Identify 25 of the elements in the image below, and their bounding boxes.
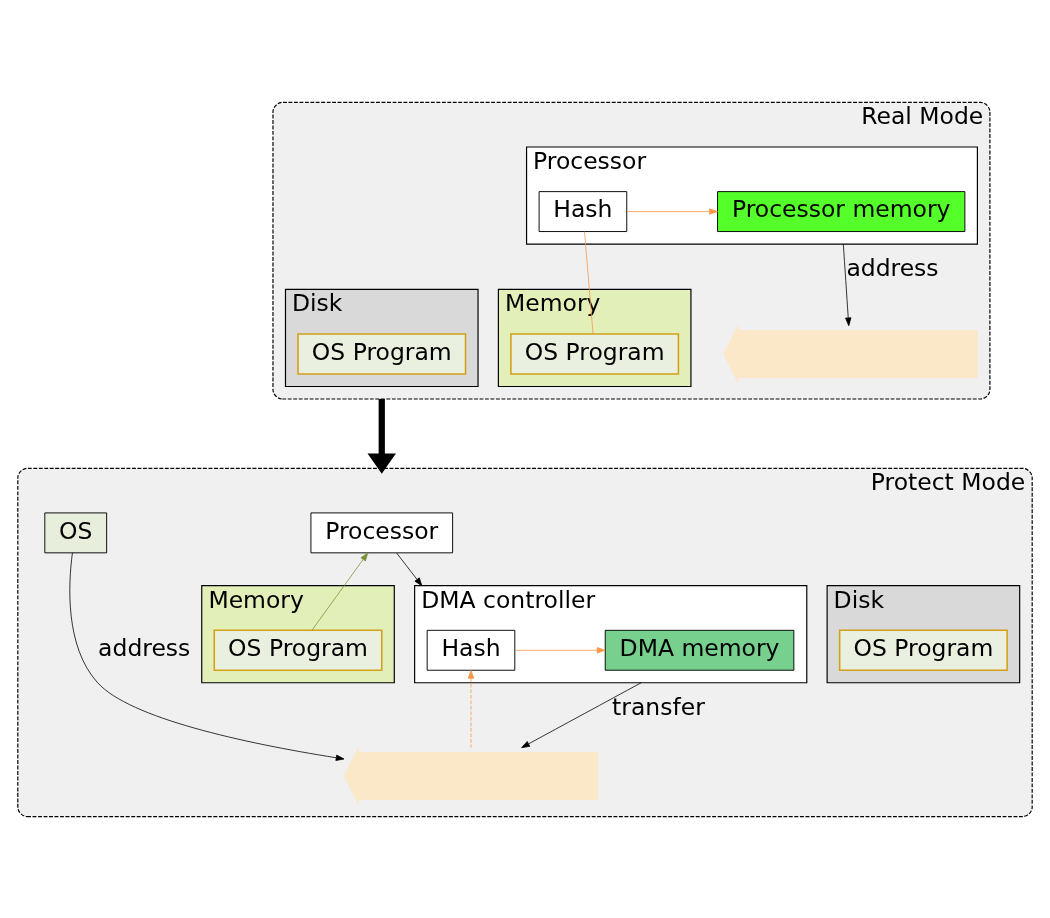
node-box: OS Program: [838, 629, 1008, 671]
node-box: OS Program: [297, 332, 467, 375]
arrow: [514, 646, 606, 653]
node-box: OS Program: [213, 629, 383, 671]
node-box: Hash: [426, 629, 516, 671]
arrow: [842, 243, 852, 326]
arrow: [69, 552, 345, 761]
arrow: [396, 552, 423, 586]
node-box: OS Program: [510, 332, 680, 375]
arrow: [626, 207, 718, 215]
node-box: Processor memory: [717, 190, 966, 232]
node-box: Hash: [538, 190, 628, 232]
node-arrow: [343, 746, 599, 805]
edge-label: address: [846, 253, 939, 282]
edge-label: transfer: [612, 692, 705, 721]
connector: [584, 230, 594, 334]
node-box: Processor: [310, 511, 454, 553]
edge-label: address: [98, 633, 191, 662]
node-box: OS: [44, 511, 108, 553]
node-arrow: [723, 324, 978, 383]
arrow: [521, 681, 642, 748]
arrow: [311, 552, 369, 630]
arrow: [467, 669, 475, 748]
arrow: [367, 398, 396, 474]
node-box: DMA memory: [604, 629, 795, 671]
